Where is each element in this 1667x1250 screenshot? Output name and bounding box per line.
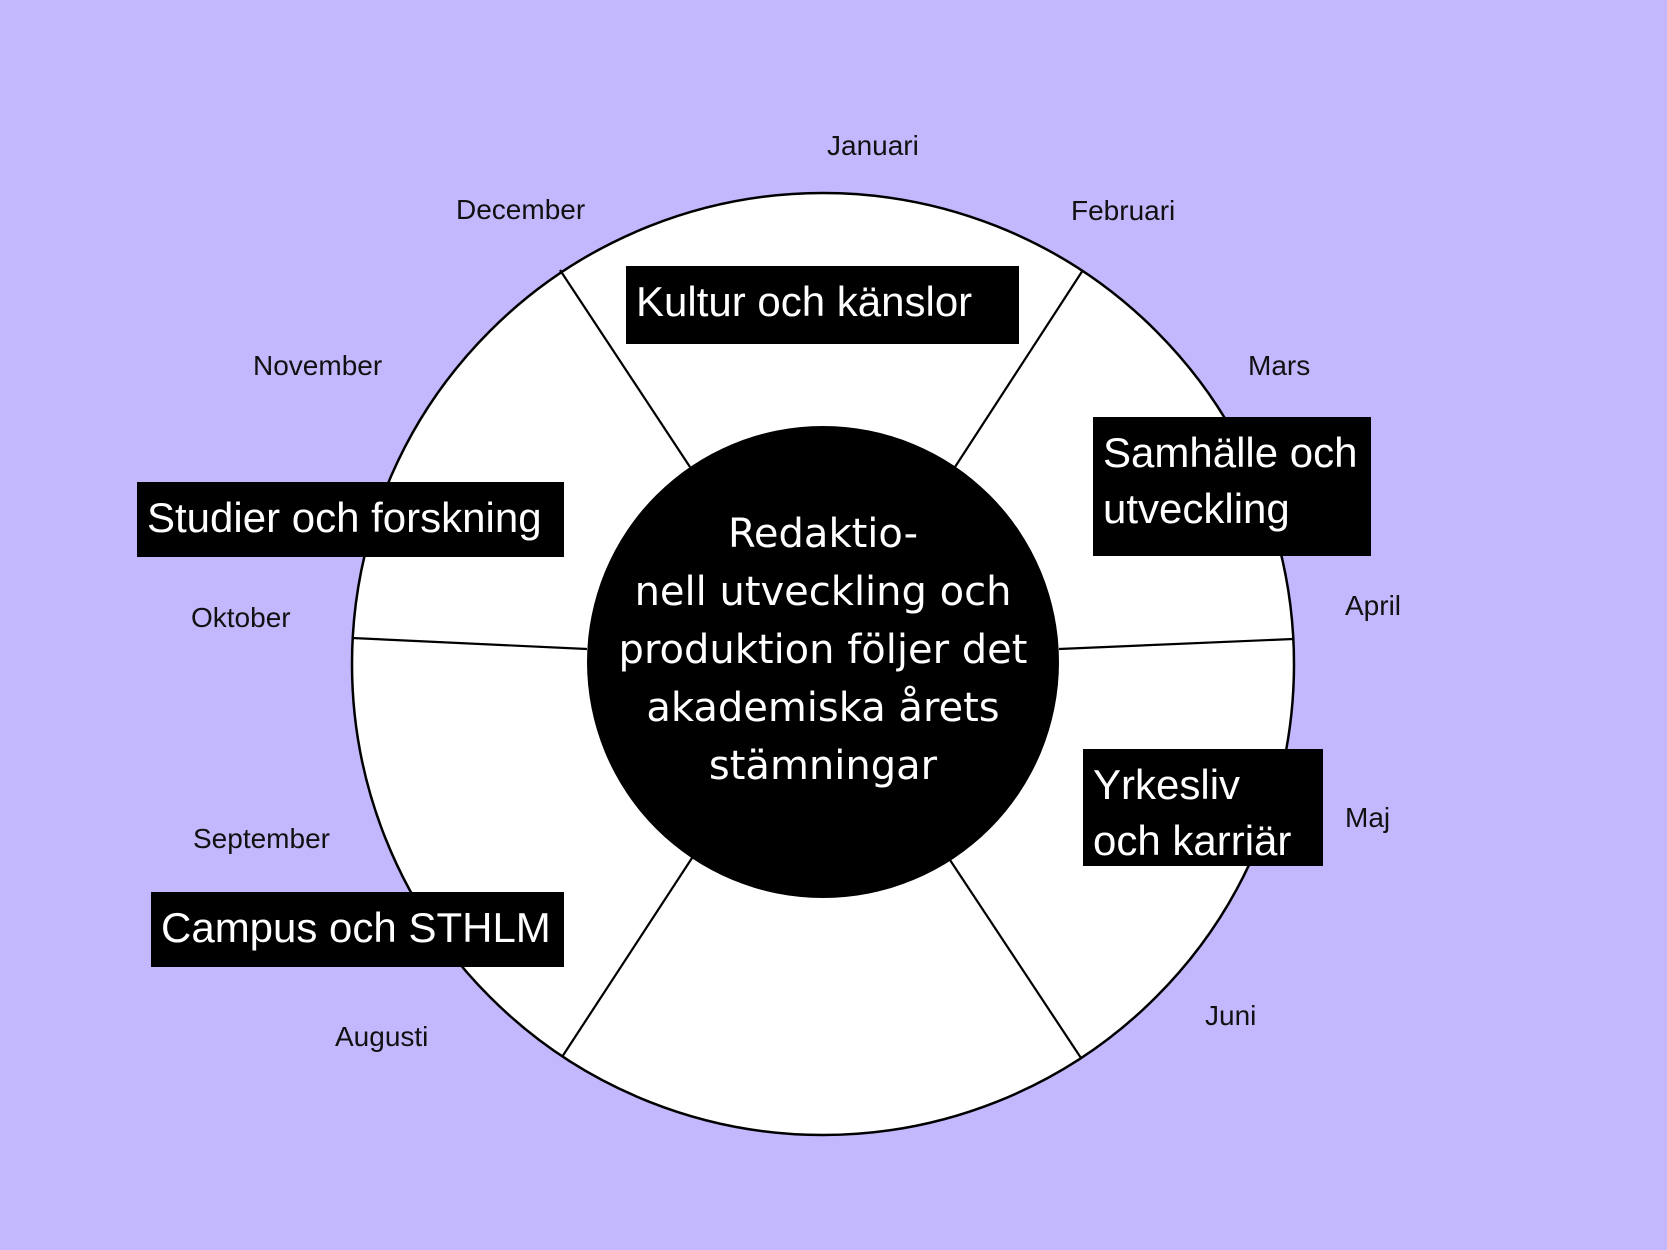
- category-campus: Campus och STHLM: [151, 892, 564, 967]
- divider-augusti: [561, 857, 693, 1058]
- center-text: Redaktio- nell utveckling och produktion…: [590, 505, 1056, 795]
- month-oktober: Oktober: [191, 602, 291, 633]
- divider-oktober: [351, 636, 588, 651]
- month-februari: Februari: [1071, 195, 1176, 226]
- center-line: nell utveckling och: [634, 569, 1012, 615]
- month-november: November: [253, 350, 383, 381]
- divider-juni: [949, 859, 1082, 1059]
- month-maj: Maj: [1345, 802, 1391, 833]
- category-samhalle: Samhälle och utveckling: [1093, 417, 1371, 556]
- center-line: akademiska årets: [646, 685, 1000, 731]
- category-yrkesliv: Yrkesliv och karriär: [1083, 749, 1323, 866]
- month-december: December: [456, 194, 586, 225]
- month-januari: Januari: [827, 130, 919, 161]
- category-studier: Studier och forskning: [137, 482, 564, 557]
- divider-apr-maj: [1058, 637, 1294, 651]
- divider-feb-mar: [954, 269, 1084, 468]
- month-september: September: [193, 823, 330, 854]
- month-juni: Juni: [1205, 1000, 1257, 1031]
- divider-dec-jan: [559, 269, 691, 468]
- center-line: stämningar: [708, 743, 938, 789]
- category-kultur: Kultur och känslor: [626, 266, 1019, 344]
- month-april: April: [1345, 590, 1402, 621]
- center-line: produktion följer det: [618, 627, 1028, 673]
- month-augusti: Augusti: [335, 1021, 429, 1052]
- center-hub: [587, 426, 1059, 898]
- month-mars: Mars: [1248, 350, 1311, 381]
- center-line: Redaktio-: [727, 511, 919, 557]
